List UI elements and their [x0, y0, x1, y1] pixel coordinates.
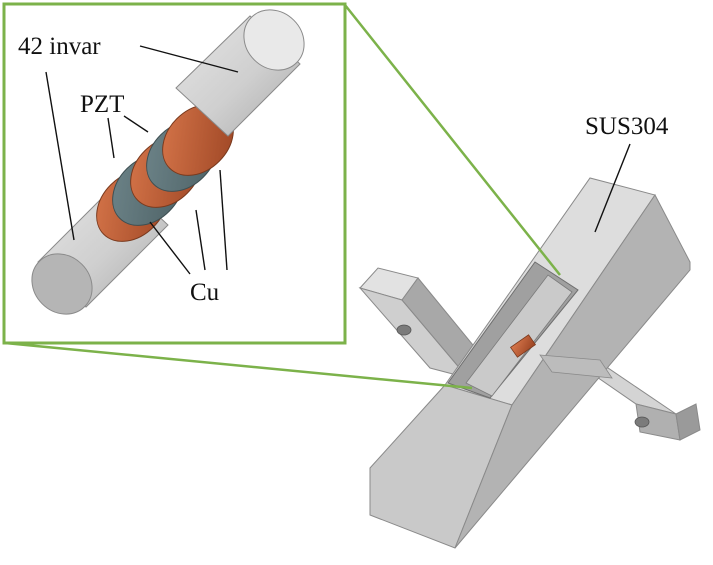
- label-pzt: PZT: [80, 91, 124, 118]
- label-sus304: SUS304: [585, 113, 669, 140]
- label-42-invar: 42 invar: [18, 33, 101, 60]
- invar-rod-upper: [175, 9, 305, 137]
- slot-copper-detail: [509, 334, 537, 358]
- leader-lines: [45, 45, 631, 275]
- left-flange: [358, 267, 483, 379]
- label-cu: Cu: [190, 279, 220, 306]
- right-flange-hole: [634, 416, 650, 428]
- ring-stack: [96, 104, 234, 242]
- rod-assembly: [31, 9, 305, 315]
- sus304-assembly: [358, 177, 701, 549]
- zoom-connectors: [4, 4, 561, 390]
- left-flange-hole: [396, 324, 412, 336]
